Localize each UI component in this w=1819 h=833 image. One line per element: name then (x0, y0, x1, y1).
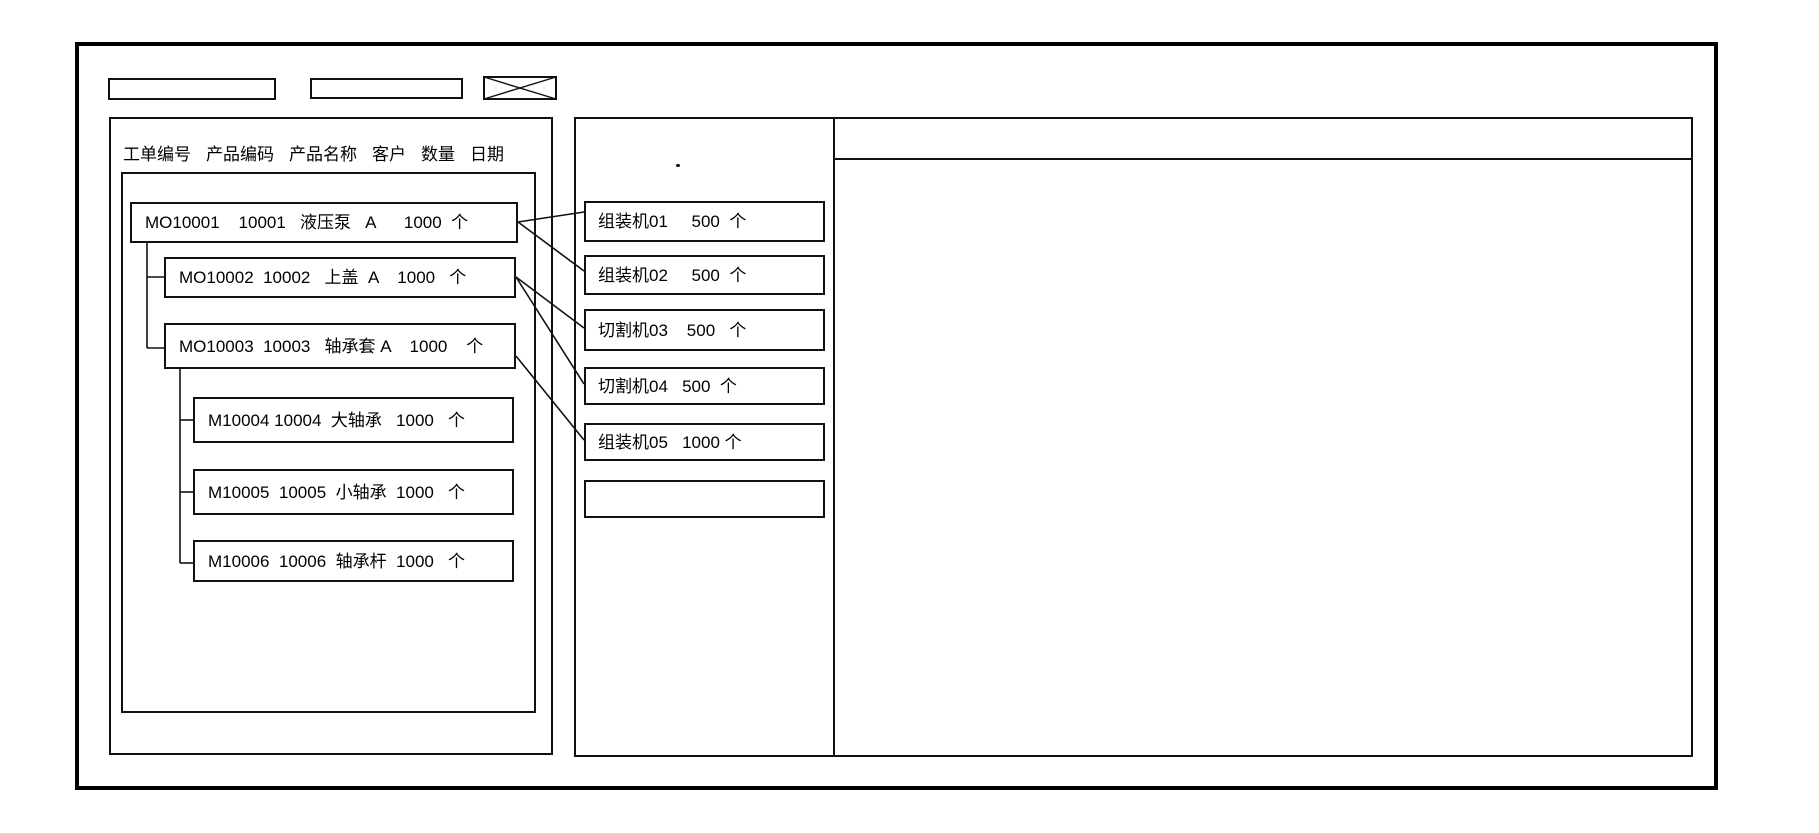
column-header-order-no: 工单编号 (123, 145, 191, 164)
stray-dot-mark (676, 164, 680, 167)
column-header-date: 日期 (470, 145, 504, 164)
work-order-column-headers: 工单编号 产品编码 产品名称 客户 数量 日期 (123, 145, 504, 165)
column-header-customer: 客户 (372, 145, 406, 164)
toolbar-field-2[interactable] (310, 78, 463, 99)
machine-label: 组装机02 500 个 (598, 265, 747, 285)
machine-card-03[interactable]: 切割机03 500 个 (584, 309, 825, 351)
work-order-label: M10004 10004 大轴承 1000 个 (208, 410, 466, 430)
detail-panel (833, 117, 1693, 757)
machine-card-04[interactable]: 切割机04 500 个 (584, 367, 825, 405)
column-header-product-code: 产品编码 (206, 145, 274, 164)
work-order-label: M10006 10006 轴承杆 1000 个 (208, 551, 466, 571)
machine-label: 组装机01 500 个 (598, 212, 747, 231)
work-order-label: MO10001 10001 液压泵 A 1000 个 (145, 213, 469, 232)
machine-card-empty[interactable] (584, 480, 825, 518)
machine-label: 切割机03 500 个 (598, 320, 747, 340)
column-header-quantity: 数量 (421, 145, 455, 164)
machine-card-05[interactable]: 组装机05 1000 个 (584, 423, 825, 461)
work-order-card-m10005[interactable]: M10005 10005 小轴承 1000 个 (193, 469, 514, 515)
work-order-label: MO10002 10002 上盖 A 1000 个 (179, 268, 467, 287)
window-frame (75, 42, 1718, 790)
machine-label: 组装机05 1000 个 (598, 432, 742, 452)
work-order-card-mo10002[interactable]: MO10002 10002 上盖 A 1000 个 (164, 257, 516, 298)
column-header-product-name: 产品名称 (289, 145, 357, 164)
image-placeholder-icon[interactable] (483, 76, 557, 100)
machine-card-01[interactable]: 组装机01 500 个 (584, 201, 825, 242)
work-order-card-mo10001[interactable]: MO10001 10001 液压泵 A 1000 个 (130, 202, 518, 243)
work-order-card-mo10003[interactable]: MO10003 10003 轴承套 A 1000 个 (164, 323, 516, 369)
toolbar-field-1[interactable] (108, 78, 276, 100)
work-order-card-m10006[interactable]: M10006 10006 轴承杆 1000 个 (193, 540, 514, 582)
detail-panel-header-divider (833, 158, 1693, 160)
work-order-label: MO10003 10003 轴承套 A 1000 个 (179, 336, 484, 356)
work-order-card-m10004[interactable]: M10004 10004 大轴承 1000 个 (193, 397, 514, 443)
machine-card-02[interactable]: 组装机02 500 个 (584, 255, 825, 295)
machine-label: 切割机04 500 个 (598, 376, 737, 396)
work-order-label: M10005 10005 小轴承 1000 个 (208, 482, 466, 502)
